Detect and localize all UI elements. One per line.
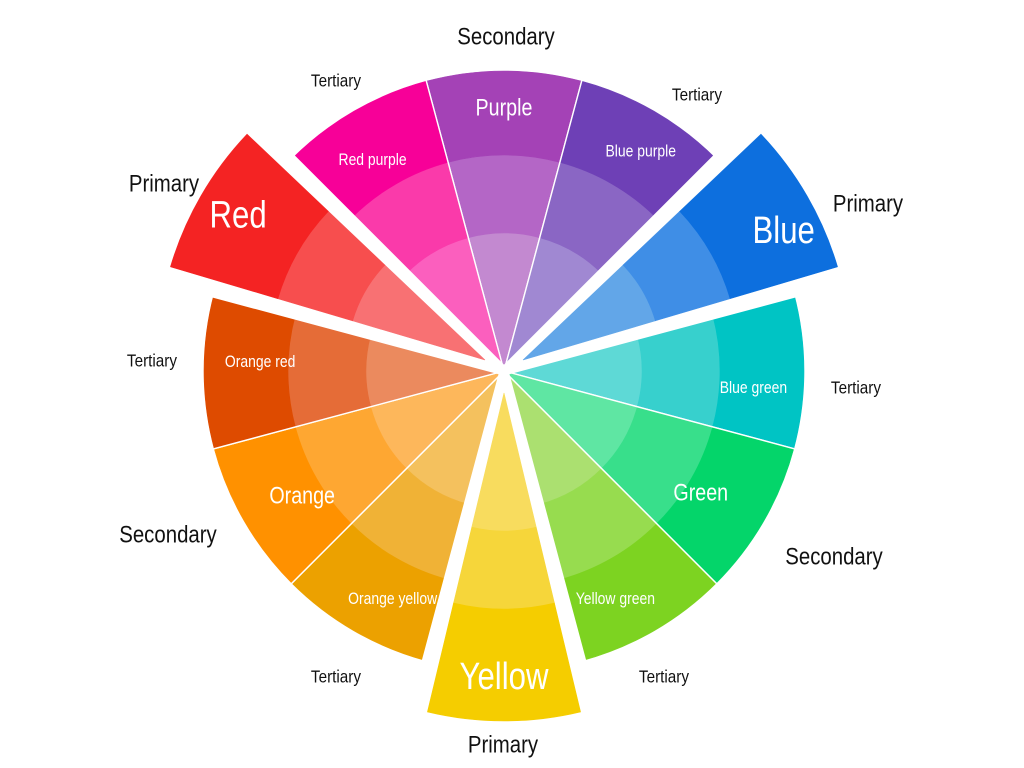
segment-label-purple: Purple (476, 93, 533, 120)
segment-orange-red (203, 292, 506, 450)
segment-blue (522, 133, 838, 361)
segment-orange-yellow (290, 369, 505, 662)
segment-red-purple (290, 80, 505, 373)
category-label-primary-blue: Primary (833, 190, 904, 217)
segment-label-yellow-green: Yellow green (576, 590, 655, 609)
segment-label-orange-red: Orange red (225, 353, 295, 372)
segment-band-middle (453, 526, 555, 610)
segment-label-green: Green (673, 478, 728, 505)
segment-divider (503, 370, 795, 450)
primary-gap (406, 366, 509, 724)
segment-label-blue-green: Blue green (720, 379, 787, 398)
segment-red (170, 133, 486, 361)
category-label-secondary-green: Secondary (785, 543, 883, 570)
category-labels: SecondaryTertiaryPrimaryTertiarySecondar… (119, 23, 904, 758)
segment-divider (213, 370, 505, 450)
segment-label-orange: Orange (269, 482, 335, 509)
segment-divider (425, 80, 505, 372)
primary-gap (499, 366, 602, 724)
category-label-primary-yellow: Primary (468, 731, 539, 758)
primary-gap (151, 273, 509, 376)
category-label-tertiary-blue-green: Tertiary (831, 378, 882, 398)
wheel-segments (151, 70, 857, 724)
segment-band-outer (679, 133, 838, 300)
segment-band-outer (427, 602, 581, 722)
segment-label-blue: Blue (753, 210, 815, 252)
segment-yellow (427, 392, 581, 722)
segment-divider (503, 80, 583, 372)
segment-divider (503, 370, 718, 585)
primary-gap (244, 111, 509, 376)
segment-divider (290, 370, 505, 585)
category-label-secondary-purple: Secondary (457, 23, 555, 50)
segment-band-outer (170, 133, 329, 300)
segment-band-outer (712, 292, 805, 450)
category-label-tertiary-yellow-green: Tertiary (639, 667, 690, 687)
primary-gap (499, 111, 764, 376)
segment-blue-green (502, 292, 805, 450)
segment-label-red-purple: Red purple (339, 151, 407, 170)
segment-label-red: Red (210, 195, 267, 237)
category-label-tertiary-red-purple: Tertiary (311, 71, 362, 91)
category-label-tertiary-orange-red: Tertiary (127, 351, 178, 371)
segment-label-blue-purple: Blue purple (605, 142, 675, 161)
segment-label-yellow: Yellow (460, 656, 550, 698)
segment-label-orange-yellow: Orange yellow (348, 590, 438, 609)
category-label-secondary-orange: Secondary (119, 521, 217, 548)
category-label-tertiary-blue-purple: Tertiary (672, 85, 723, 105)
primary-gap (499, 273, 857, 376)
category-label-primary-red: Primary (129, 170, 200, 197)
segment-purple (425, 70, 583, 373)
category-label-tertiary-orange-yellow: Tertiary (311, 667, 362, 687)
segment-orange (213, 370, 506, 585)
